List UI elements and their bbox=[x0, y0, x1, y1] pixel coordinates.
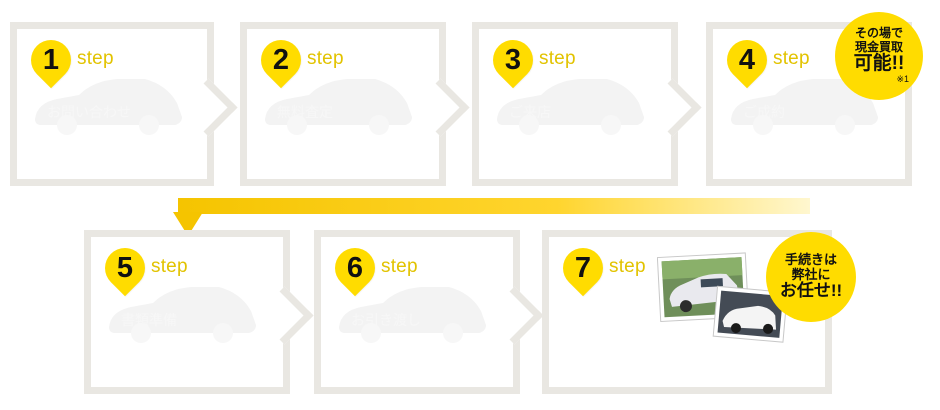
chevron-right-icon bbox=[179, 78, 238, 137]
badge-line-2: 弊社に bbox=[791, 266, 831, 282]
step-label: step bbox=[151, 256, 188, 277]
car-silhouette-icon: 無料査定 bbox=[265, 79, 412, 135]
chevron-right-icon bbox=[485, 286, 544, 345]
cash-purchase-badge: その場で 現金買取 可能!! ※1 bbox=[835, 12, 923, 100]
car-caption: お問い合わせ bbox=[47, 104, 131, 120]
car-silhouette-icon: 書類準備 bbox=[109, 287, 256, 343]
car-caption: ご来店 bbox=[509, 104, 551, 120]
step-card-2: 2 step 無料査定 bbox=[240, 22, 470, 186]
badge-line-3: 可能!! bbox=[853, 52, 905, 74]
step-card-6: 6 step お引き渡し bbox=[314, 230, 544, 394]
step-number-pin: 7 bbox=[554, 239, 612, 297]
step-label: step bbox=[609, 256, 646, 277]
flow-arrow-bar bbox=[178, 198, 810, 214]
badge-line-3: お任せ!! bbox=[779, 280, 843, 300]
car-silhouette-icon: ご来店 bbox=[497, 79, 644, 135]
step-label: step bbox=[77, 48, 114, 69]
car-caption: お引き渡し bbox=[351, 312, 421, 328]
chevron-right-icon bbox=[643, 78, 702, 137]
car-caption: 無料査定 bbox=[277, 104, 333, 120]
step-card-5: 5 step 書類準備 bbox=[84, 230, 314, 394]
step-label: step bbox=[307, 48, 344, 69]
chevron-right-icon bbox=[255, 286, 314, 345]
badge-line-1: 手続きは bbox=[784, 252, 837, 268]
car-caption: 書類準備 bbox=[121, 312, 177, 328]
car-caption: ご成約 bbox=[743, 104, 785, 120]
badge-line-1: その場で bbox=[854, 26, 903, 41]
car-silhouette-icon: ご成約 bbox=[731, 79, 878, 135]
car-silhouette-icon: お引き渡し bbox=[339, 287, 486, 343]
step-label: step bbox=[539, 48, 576, 69]
badge-note: ※1 bbox=[896, 73, 909, 84]
badge-line-2: 現金買取 bbox=[854, 39, 903, 54]
step-label: step bbox=[381, 256, 418, 277]
step-card-1: 1 step お問い合わせ bbox=[10, 22, 238, 186]
step-card-3: 3 step ご来店 bbox=[472, 22, 702, 186]
chevron-right-icon bbox=[411, 78, 470, 137]
car-silhouette-icon: お問い合わせ bbox=[35, 79, 182, 135]
procedures-badge: 手続きは 弊社に お任せ!! bbox=[766, 232, 856, 322]
car-photo-icon bbox=[657, 252, 787, 343]
step-label: step bbox=[773, 48, 810, 69]
